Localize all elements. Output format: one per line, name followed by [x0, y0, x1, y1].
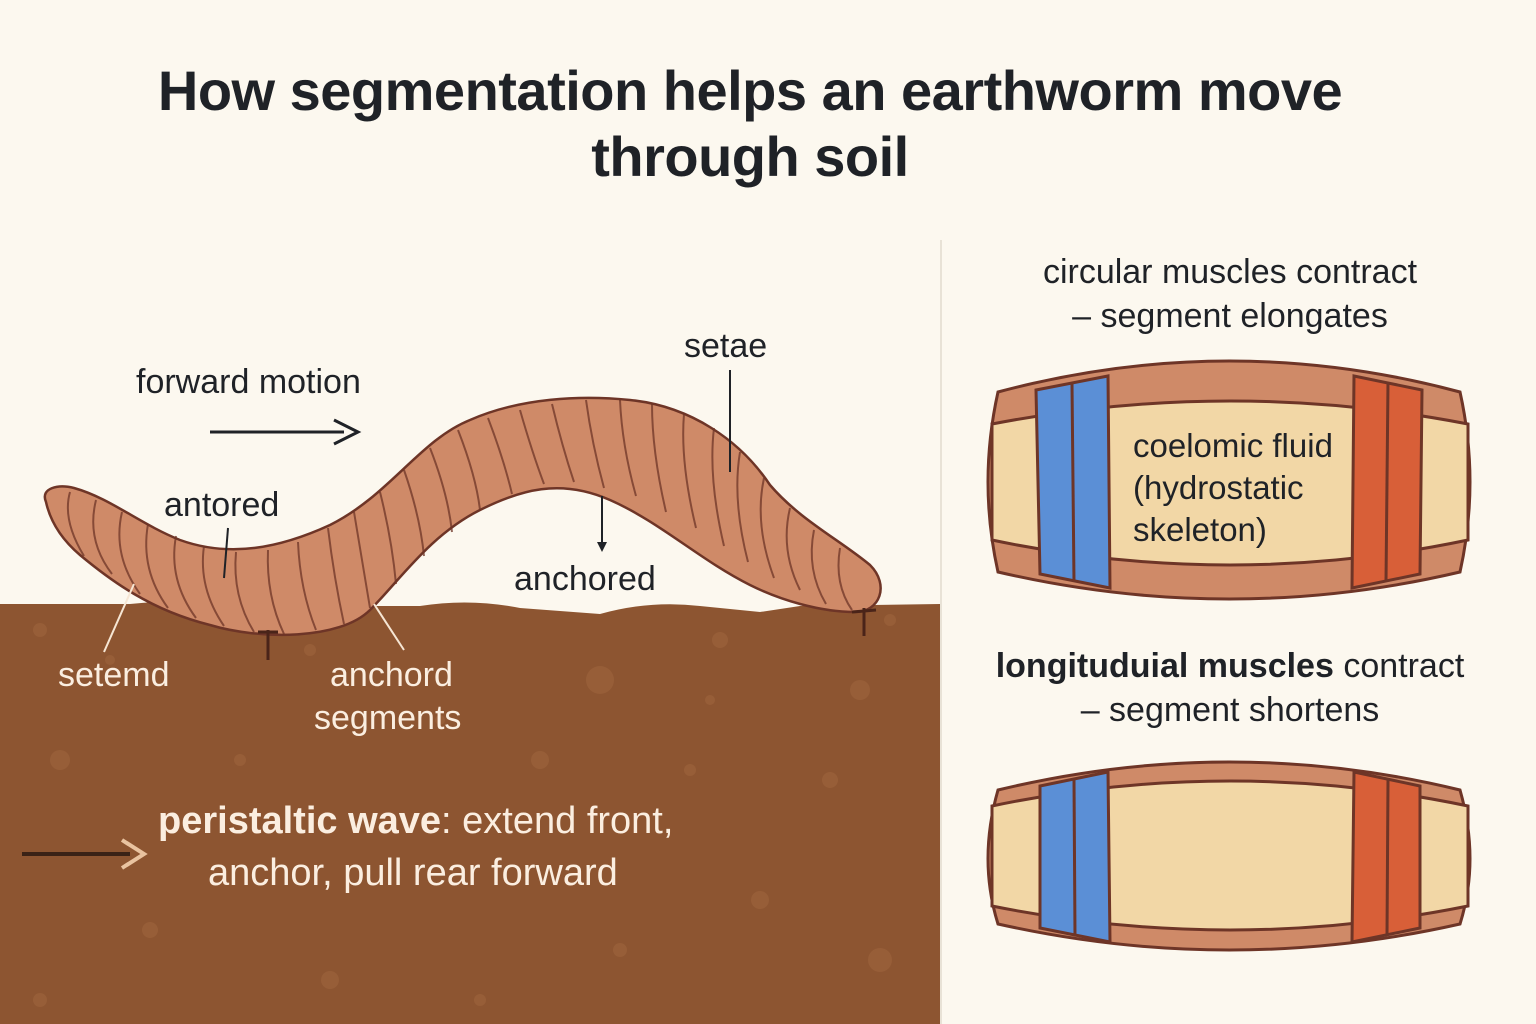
antored-label: antored	[164, 486, 280, 524]
top-caption-line-1: circular muscles contract	[1042, 253, 1418, 291]
soil-ground	[0, 601, 940, 1024]
bottom-caption-rest: contract	[1333, 647, 1465, 685]
segment-elongated	[986, 359, 1472, 601]
anchored-arrowhead	[597, 542, 607, 552]
fluid-line-1: coelomic fluid	[1133, 427, 1333, 464]
wave-rest-1: : extend front,	[441, 800, 674, 842]
leader-lines	[223, 370, 731, 579]
anchord-label-2: segments	[314, 699, 462, 737]
setae-bristles	[258, 608, 877, 660]
forward-motion-label: forward motion	[136, 363, 361, 401]
coelomic-fluid-label: coelomic fluid (hydrostatic skeleton)	[1133, 425, 1333, 551]
panel-divider	[940, 240, 942, 1024]
wave-line-2: anchor, pull rear forward	[208, 852, 618, 894]
fluid-line-3: skeleton)	[1133, 511, 1267, 548]
wave-arrow	[22, 838, 148, 870]
worm-segments	[66, 399, 853, 635]
title-line-1: How segmentation helps an earthworm move	[157, 59, 1343, 122]
wave-bold: peristaltic wave	[158, 800, 442, 842]
page-title: How segmentation helps an earthworm move…	[0, 58, 1500, 190]
bottom-panel-caption: longituduial muscles contract – segment …	[960, 644, 1500, 732]
anchored-label: anchored	[514, 560, 656, 598]
top-caption-line-2: – segment elongates	[1072, 297, 1388, 335]
fluid-line-2: (hydrostatic	[1133, 469, 1304, 506]
setae-label: setae	[684, 327, 768, 365]
earthworm-body	[43, 396, 882, 637]
peristaltic-wave-caption: peristaltic wave: extend front, anchor, …	[158, 795, 673, 899]
bottom-caption-bold: longituduial muscles	[995, 647, 1334, 685]
soil-leader-lines	[103, 583, 405, 653]
title-line-2: through soil	[591, 125, 909, 188]
bottom-caption-line-2: – segment shortens	[1080, 691, 1380, 729]
soil-pebbles	[33, 614, 896, 1007]
anchord-label-1: anchord	[330, 656, 453, 694]
forward-motion-arrow	[210, 418, 362, 446]
longitudinal-muscle-band-2	[1350, 770, 1422, 944]
setemd-label: setemd	[58, 656, 170, 694]
top-panel-caption: circular muscles contract – segment elon…	[960, 250, 1500, 338]
segment-shortened	[986, 760, 1472, 952]
